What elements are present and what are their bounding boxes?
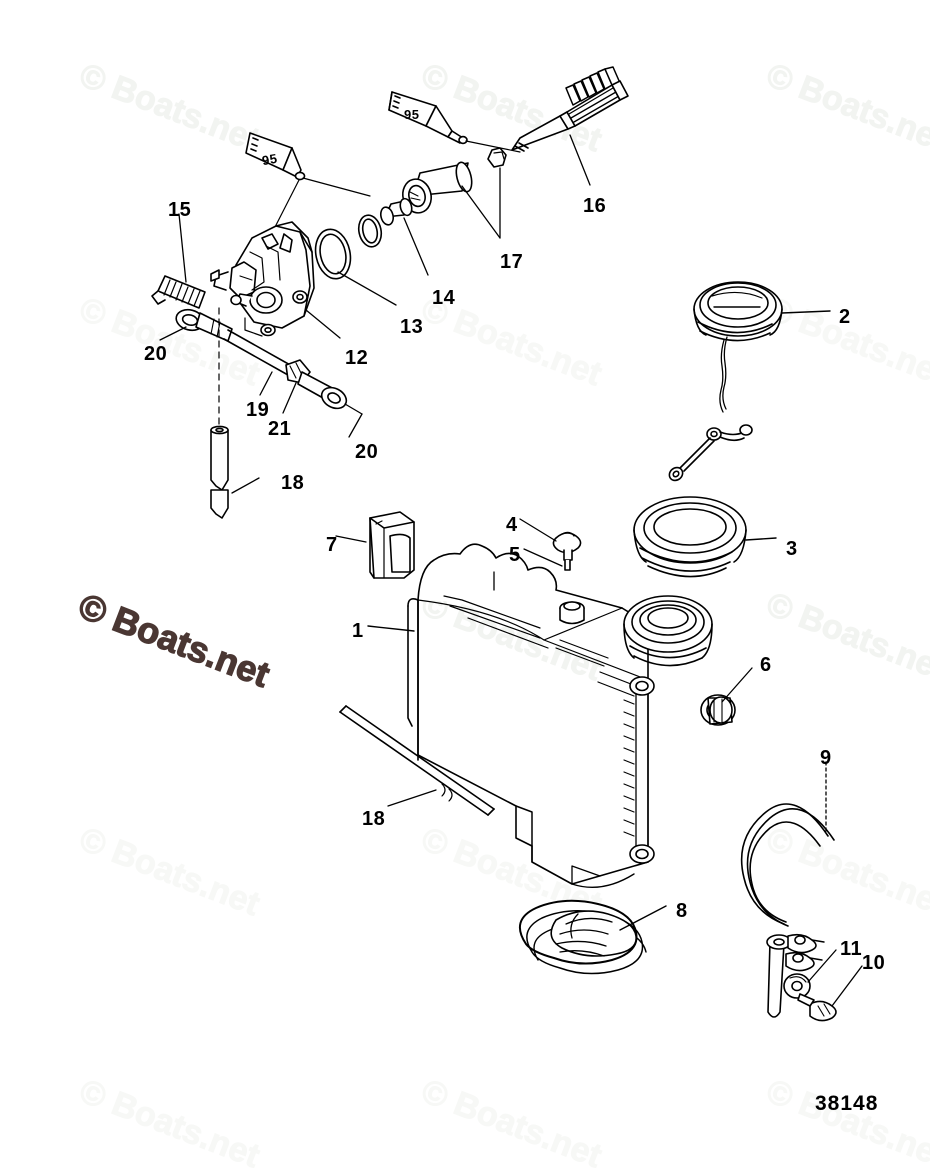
lubricant-code-label: 95 — [404, 107, 420, 122]
splined-driveshaft-part-16 — [511, 66, 629, 186]
tank-deck-boss — [559, 601, 585, 625]
bullet-connector-b — [785, 951, 823, 972]
oil-injection-pump-part-12 — [210, 221, 341, 339]
parts-illustration — [151, 66, 863, 1022]
callout-jam-nut: 21 — [268, 418, 292, 440]
ball-joint-end-right-part-20 — [297, 371, 363, 438]
o-ring-small-part-13 — [357, 214, 383, 248]
callout-vent-screw: 5 — [509, 544, 521, 566]
ball-joint-end-left-part-20 — [159, 308, 233, 342]
callout-bushing: 14 — [432, 287, 456, 309]
callout-ball-joint-end: 20 — [355, 441, 379, 463]
callout-filler-neck-collar: 3 — [786, 538, 798, 560]
retaining-clip-part-7 — [335, 511, 415, 579]
callout-screw: 10 — [862, 952, 886, 974]
coupling-hex-part-17 — [487, 147, 507, 168]
bullet-connector-a — [787, 933, 825, 954]
lubricant-tube-upper — [388, 91, 521, 153]
fuel-cap-part-2 — [668, 281, 831, 482]
callout-link-rod: 19 — [246, 399, 270, 421]
callout-retaining-clip: 7 — [326, 534, 338, 556]
callout-oil-injection-pump: 12 — [345, 347, 369, 369]
drawing-number: 38148 — [815, 1092, 879, 1115]
callout-screw: 15 — [168, 199, 192, 221]
callout-hose-fitting: 18 — [281, 472, 305, 494]
washer-part-11 — [783, 949, 837, 999]
callout-splined-driveshaft: 16 — [583, 195, 607, 217]
screw-part-10 — [797, 965, 863, 1022]
filler-neck-collar-part-3 — [633, 496, 777, 578]
callout-washer: 11 — [840, 938, 863, 960]
callout-oil-hose: 18 — [362, 808, 386, 830]
tank-filler-neck — [623, 595, 713, 667]
tank-gasket-part-8 — [518, 899, 667, 975]
bushing-part-14 — [379, 197, 429, 276]
sender-harness-part-9 — [740, 761, 835, 1018]
vent-cap-part-4 — [519, 518, 582, 571]
link-rod-part-19 — [223, 329, 293, 396]
callout-grommet-plug: 6 — [760, 654, 772, 676]
callout-ball-joint-end: 20 — [144, 343, 168, 365]
tank-sight-tube — [623, 676, 655, 864]
callout-oil-level-sender-harness: 9 — [820, 747, 832, 769]
lubricant-code-label: 95 — [260, 150, 279, 169]
grommet-plug-part-6 — [700, 667, 753, 726]
callout-fuel-cap-with-tether: 2 — [839, 306, 851, 328]
parts-diagram-page: © Boats.net© Boats.net© Boats.net© Boats… — [72, 55, 930, 1176]
callout-o-ring-seal: 13 — [400, 316, 424, 338]
drive-coupling-sleeve-part-17 — [402, 161, 501, 239]
callout-oil-injection-tank: 1 — [352, 620, 364, 642]
callout-oil-pump-driveshaft-coupling: 17 — [500, 251, 524, 273]
oil-hose-part-18 — [339, 705, 495, 816]
hose-fitting-upper-part-18 — [210, 307, 260, 519]
cap-tether-chain — [719, 336, 728, 413]
callout-vent-cap: 4 — [506, 514, 518, 536]
vent-screw-part-5 — [523, 548, 563, 567]
callout-tank-gasket: 8 — [676, 900, 688, 922]
oil-injection-tank-part-1 — [367, 543, 713, 889]
screw-part-15 — [151, 213, 206, 309]
o-ring-seal-part-13 — [314, 228, 397, 306]
